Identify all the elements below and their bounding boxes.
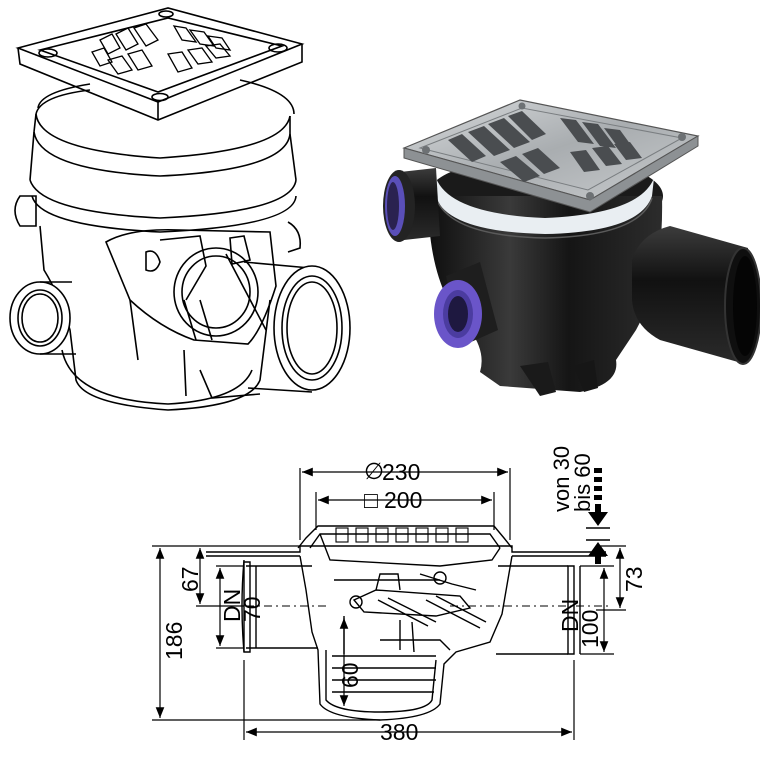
label-73: 73	[621, 566, 647, 592]
label-outlet-dn: DN	[557, 599, 583, 632]
label-inlet-70: 70	[239, 596, 265, 622]
label-inlet-dn: DN	[219, 589, 245, 622]
label-bis-60: bis 60	[570, 453, 595, 512]
adjustment-indicator	[586, 468, 610, 564]
label-60: 60	[337, 662, 363, 688]
square-symbol: □	[364, 487, 378, 513]
label-outlet-100: 100	[577, 610, 603, 648]
label-von-30: von 30	[549, 446, 574, 512]
line-drawing-isometric	[9, 7, 351, 411]
dimension-labels: ∅ 230 □ 200 380 186 67 DN 70 DN 100 73 6…	[161, 446, 647, 745]
label-200: 200	[384, 487, 422, 513]
label-186: 186	[161, 622, 187, 660]
steel-grate	[402, 99, 700, 213]
label-67: 67	[177, 566, 203, 592]
grate-slots-drawing	[91, 23, 232, 75]
diameter-symbol: ∅	[364, 458, 384, 484]
label-230: 230	[382, 459, 420, 485]
label-380: 380	[380, 719, 418, 745]
section-drawing	[206, 525, 610, 721]
dimension-lines	[152, 467, 626, 740]
product-render	[383, 99, 760, 396]
